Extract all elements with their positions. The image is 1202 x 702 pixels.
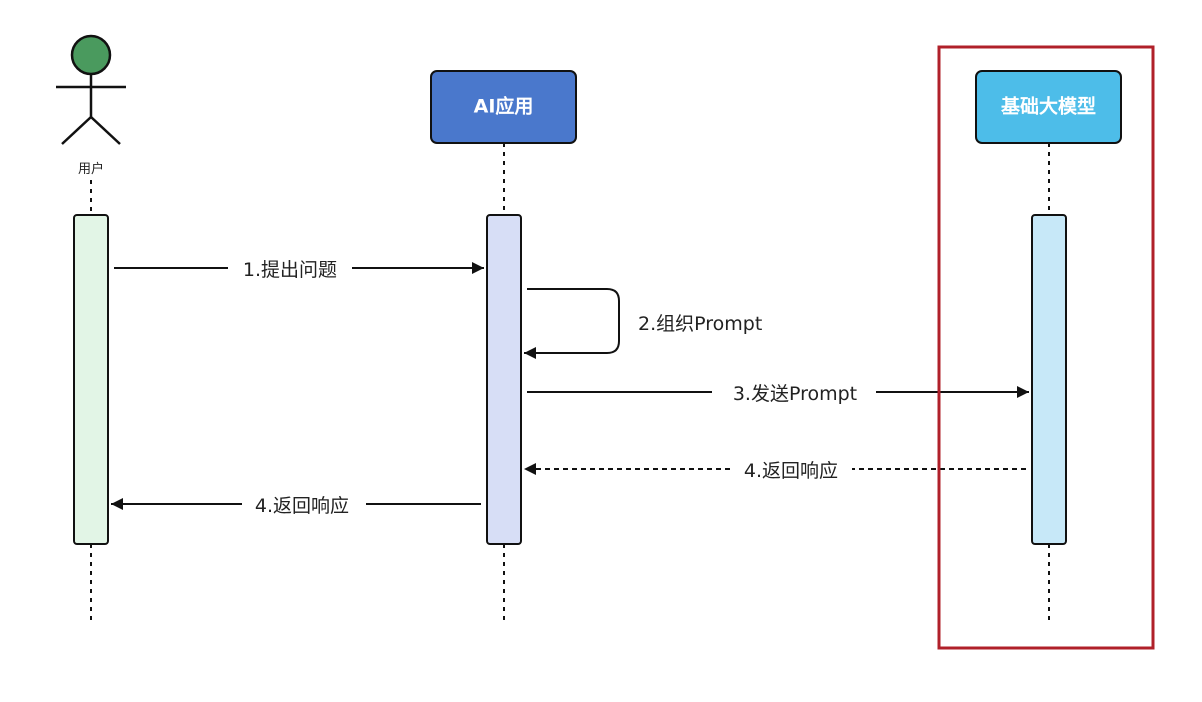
model-participant-label: 基础大模型 [1000,95,1096,118]
message-5-label: 4.返回响应 [255,495,349,517]
app-activation-bar [486,214,522,545]
model-highlight-frame [937,45,1155,650]
message-3-label: 3.发送Prompt [733,383,857,405]
user-actor-icon [56,34,126,145]
message-2-label: 2.组织Prompt [638,313,762,335]
app-participant-box [430,70,577,144]
message-4-label: 4.返回响应 [744,460,838,482]
actor-head [70,34,112,76]
message-2-self-arrow [524,288,620,359]
user-actor-label: 用户 [78,161,104,177]
user-activation-bar [73,214,109,545]
app-participant-label: AI应用 [474,95,534,118]
model-participant-box [975,70,1122,144]
model-activation-bar [1031,214,1067,545]
message-1-label: 1.提出问题 [243,259,337,281]
